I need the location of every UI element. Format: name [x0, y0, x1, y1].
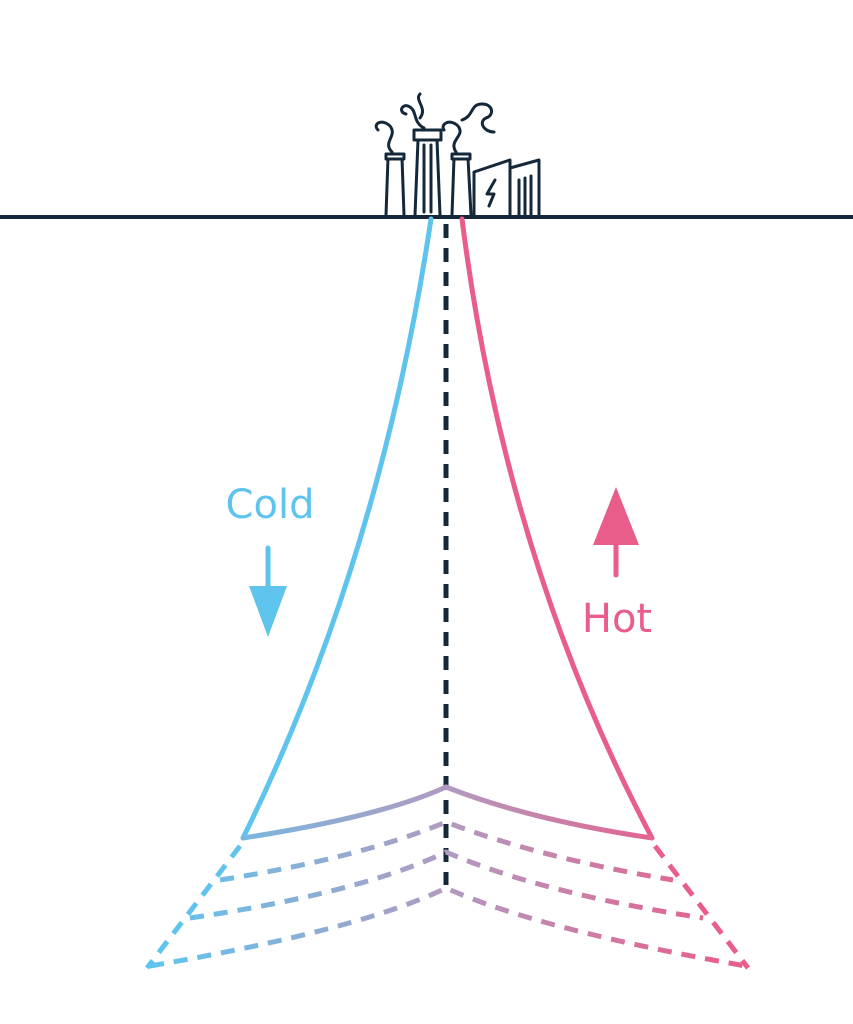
fracture-3	[149, 885, 747, 969]
cold-injection-leg	[240, 216, 434, 841]
cold-leg-extension	[145, 844, 242, 970]
bottom-connection	[240, 784, 655, 841]
fracture-1	[219, 819, 674, 883]
arrow-down-icon	[249, 545, 287, 637]
cold-label: Cold	[226, 482, 315, 528]
arrow-up-icon	[593, 487, 639, 578]
hot-label: Hot	[582, 596, 652, 642]
fracture-2	[189, 849, 704, 921]
power-plant-icon	[374, 92, 541, 217]
hot-leg-extension	[653, 844, 750, 970]
hot-production-leg	[459, 216, 655, 841]
